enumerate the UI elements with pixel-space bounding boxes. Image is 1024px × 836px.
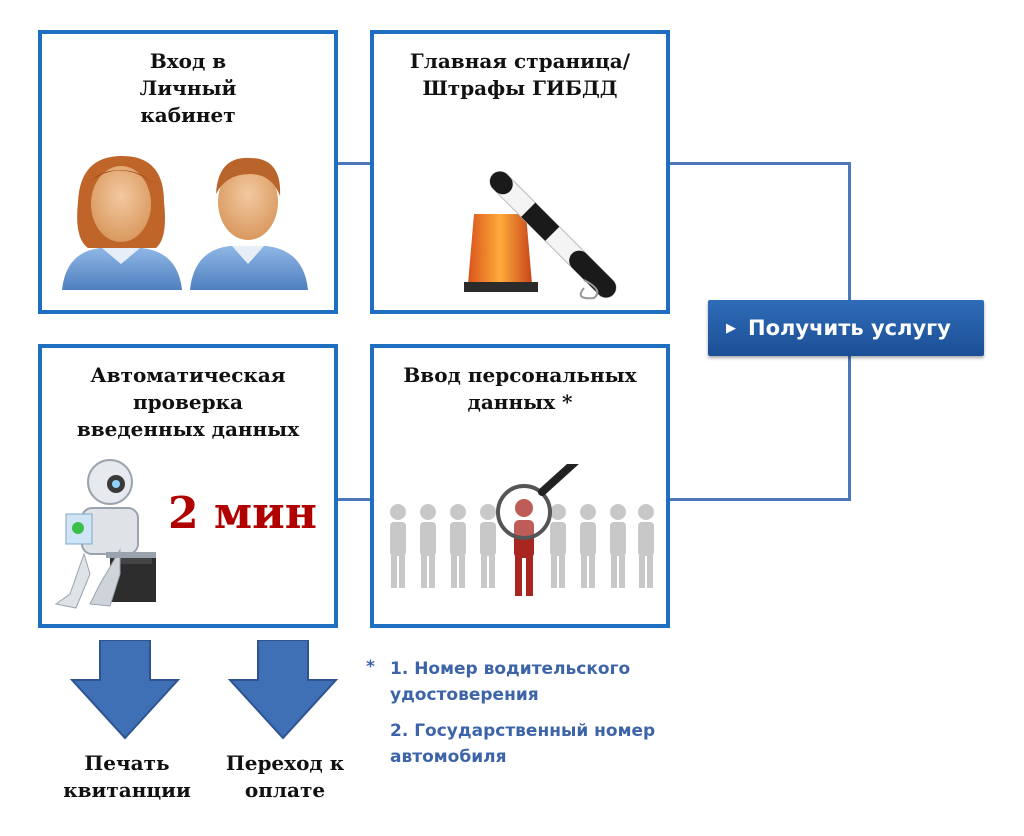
play-arrow-icon: ▶ bbox=[726, 320, 736, 336]
people-search-icon bbox=[390, 464, 654, 596]
login-box: Вход в Личный кабинет bbox=[38, 30, 338, 314]
users-icon bbox=[62, 156, 308, 290]
police-baton-icon bbox=[464, 170, 617, 300]
go-to-payment-label: Переход к оплате bbox=[225, 751, 345, 802]
login-title: Вход в Личный кабинет bbox=[139, 49, 237, 127]
connector-personal-right bbox=[668, 498, 850, 501]
get-service-label: Получить услугу bbox=[748, 316, 951, 340]
personal-data-box: Ввод персональных данных * bbox=[370, 344, 670, 628]
duration-label: 2 мин bbox=[168, 488, 317, 539]
footnote-item-1: 1. Номер водительского удостоверения bbox=[390, 659, 631, 705]
robot-icon bbox=[54, 459, 156, 609]
main-page-title: Главная страница/ Штрафы ГИБДД bbox=[409, 49, 631, 100]
print-receipt-label: Печать квитанции bbox=[63, 751, 191, 802]
footnote-marker: * bbox=[366, 657, 375, 677]
auto-check-title: Автоматическая проверка введенных данных bbox=[76, 363, 300, 441]
down-arrow-icon-print bbox=[70, 640, 180, 740]
footnote-item-2: 2. Государственный номер автомобиля bbox=[390, 721, 656, 767]
personal-data-title: Ввод персональных данных * bbox=[403, 363, 637, 414]
connector-main-right bbox=[668, 162, 850, 165]
get-service-button[interactable]: ▶ Получить услугу bbox=[708, 300, 984, 356]
connector-check-personal bbox=[336, 498, 372, 501]
down-arrow-icon-pay bbox=[228, 640, 338, 740]
main-page-box: Главная страница/ Штрафы ГИБДД bbox=[370, 30, 670, 314]
auto-check-box: Автоматическая проверка введенных данных bbox=[38, 344, 338, 628]
connector-login-main bbox=[336, 162, 372, 165]
